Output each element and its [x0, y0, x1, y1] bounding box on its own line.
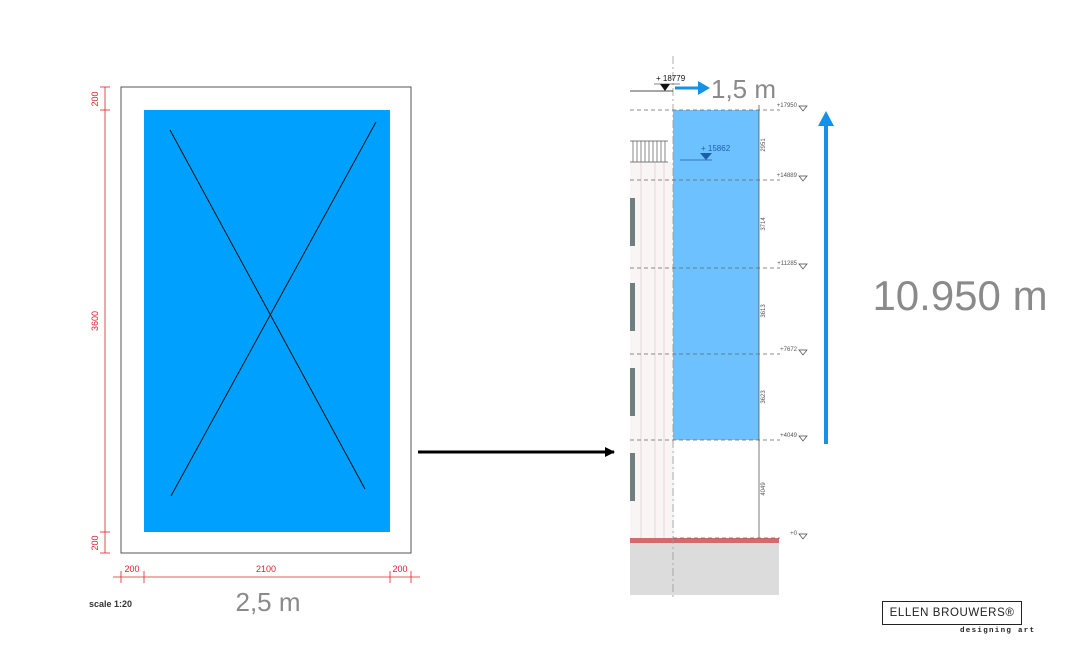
building-elevation: +17950 +14889 +11285 +7672 +4049 +0 2951…: [630, 56, 1048, 598]
horizontal-dimension: [113, 571, 420, 583]
vertical-dimension: [100, 86, 110, 554]
dim-center: 2100: [256, 564, 276, 574]
facade-window: [630, 283, 635, 331]
window-plan: 200 3600 200 200 2100 200 scale 1:20 2,5…: [89, 86, 420, 617]
top-level-marker: [660, 84, 670, 91]
level-label: +7672: [780, 347, 798, 353]
dim-top: 200: [90, 91, 100, 106]
ground-line: [630, 538, 779, 543]
segment-label: 3714: [761, 217, 767, 231]
ground: [630, 543, 779, 595]
railing: [630, 140, 668, 163]
level-label: +11285: [777, 261, 797, 267]
level-label: +4049: [780, 433, 798, 439]
segment-label: 2951: [761, 138, 767, 152]
scale-label: scale 1:20: [89, 599, 132, 609]
dim-middle: 3600: [90, 311, 100, 331]
brand-tagline: designing art: [960, 627, 1036, 635]
brand-logo: ELLEN BROUWERS®: [882, 601, 1022, 625]
brand-name: ELLEN BROUWERS®: [889, 607, 1015, 619]
dim-right: 200: [392, 564, 407, 574]
diagonal-line-a: [169, 129, 366, 490]
inner-level-label: + 15862: [701, 144, 731, 153]
level-label: +0: [790, 531, 798, 537]
diagonal-line-b: [170, 121, 377, 497]
level-label: +14889: [777, 173, 798, 179]
height-arrow: [818, 111, 834, 444]
offset-arrow: [675, 81, 710, 95]
inner-level-marker: [700, 153, 712, 160]
facade: [630, 162, 674, 538]
facade-window: [630, 368, 635, 416]
segment-label: 3623: [761, 390, 767, 404]
segment-label: 3613: [761, 304, 767, 318]
facade-window: [630, 198, 635, 246]
top-level-label: + 18779: [656, 74, 686, 83]
level-lines: [630, 109, 780, 539]
width-label: 2,5 m: [235, 587, 300, 617]
offset-label: 1,5 m: [711, 74, 776, 104]
dim-left: 200: [124, 564, 139, 574]
dim-bottom: 200: [90, 535, 100, 550]
segment-label: 4049: [761, 482, 767, 496]
added-volume: [673, 110, 759, 440]
height-label: 10.950 m: [872, 272, 1047, 319]
level-label: +17950: [777, 103, 798, 109]
facade-window: [630, 453, 635, 501]
level-markers: [798, 105, 808, 540]
